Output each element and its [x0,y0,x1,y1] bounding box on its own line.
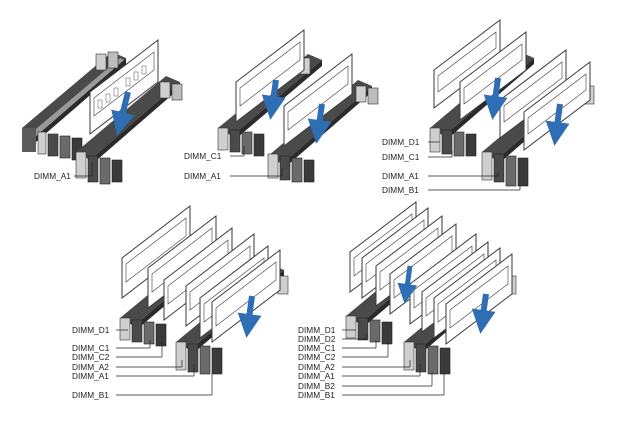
memory-module [89,38,159,136]
insert-arrow-icon [483,77,508,120]
memory-module [235,28,305,124]
insert-arrow-icon [397,265,418,304]
dimm-label: DIMM_C1 [72,343,110,353]
memory-module [283,52,353,148]
insert-arrow-icon [111,91,135,136]
dimm-label: DIMM_C1 [298,343,336,353]
dimm-label: DIMM_D2 [298,334,336,344]
diagram-four-dimm: DIMM_D1 DIMM_C1 DIMM_A1 DIMM_B1 [382,18,595,195]
dimm-label: DIMM_A1 [382,171,419,181]
dimm-label: DIMM_B1 [382,185,419,195]
dimm-label: DIMM_A2 [72,362,109,372]
dimm-label: DIMM_C1 [382,152,420,162]
dimm-label: DIMM_A1 [298,371,335,381]
insert-arrow-icon [261,79,286,120]
memory-module [459,30,527,122]
dimm-label: DIMM_C2 [72,352,110,362]
memory-module [211,248,281,344]
dimm-label: DIMM_A2 [298,362,335,372]
diagram-one-dimm: DIMM_A1 [22,38,183,185]
dimm-label: DIMM_A1 [72,371,109,381]
dimm-label: DIMM_D1 [72,325,110,335]
dimm-label: DIMM_B2 [298,381,335,391]
insert-arrow-icon [545,103,570,146]
dimm-label: DIMM_A1 [34,171,71,181]
slot-bank-left [22,51,126,161]
insert-arrow-icon [471,293,496,334]
dimm-label: DIMM_A1 [184,171,221,181]
dimm-label: DIMM_B1 [298,390,335,400]
dimm-label: DIMM_D1 [382,137,420,147]
diagram-eight-dimm: DIMM_D1 DIMM_D2 DIMM_C1 DIMM_C2 DIMM_A2 … [298,200,517,400]
dimm-label: DIMM_C2 [298,352,336,362]
dimm-label: DIMM_C1 [184,151,222,161]
dimm-label: DIMM_D1 [298,325,336,335]
memory-module [445,252,513,346]
insert-arrow-icon [237,295,262,338]
insert-arrow-icon [307,103,332,144]
diagram-six-dimm: DIMM_D1 DIMM_C1 DIMM_C2 DIMM_A2 DIMM_A1 … [72,204,289,400]
dimm-label: DIMM_B1 [72,390,109,400]
diagram-two-dimm: DIMM_C1 DIMM_A1 [184,28,379,183]
